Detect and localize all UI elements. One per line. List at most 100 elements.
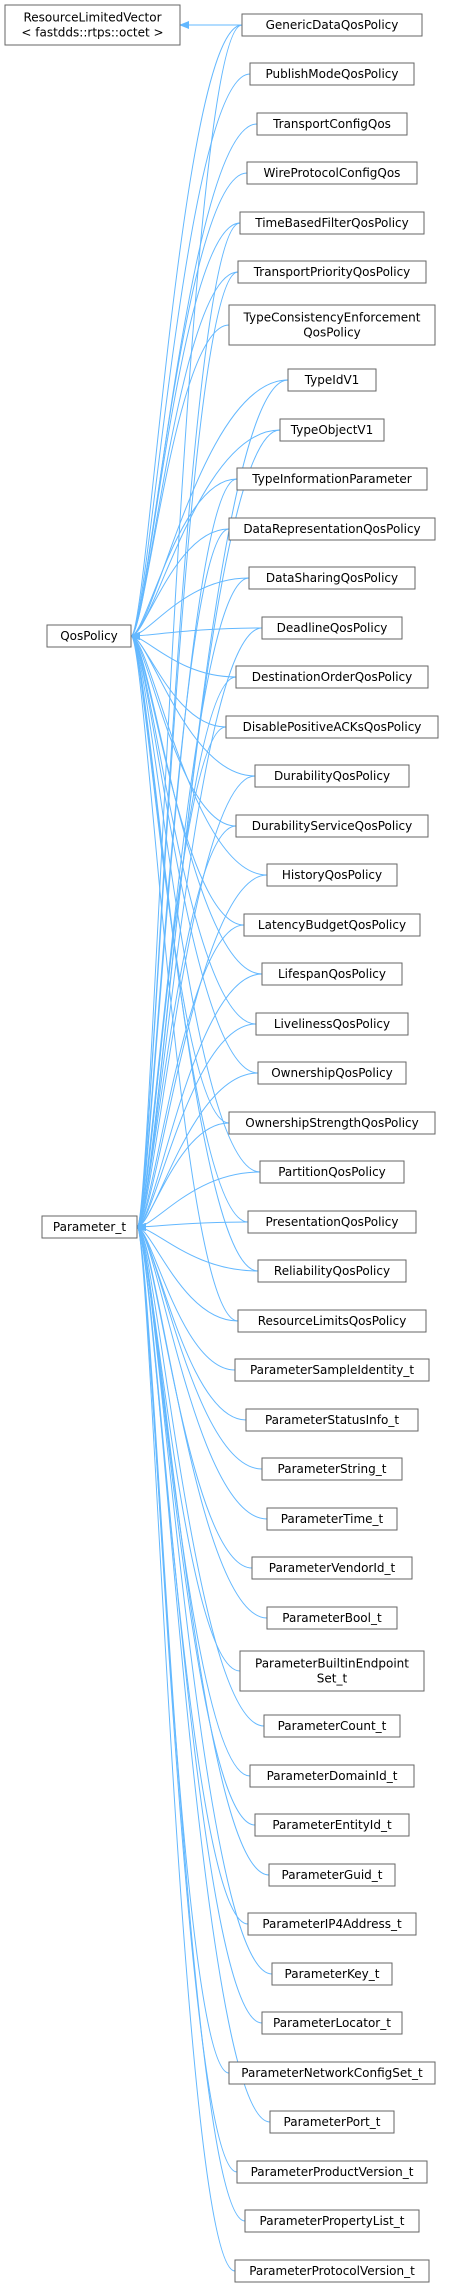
inheritance-arrow-c0-to-param (136, 24, 243, 1231)
class-node-box (228, 517, 436, 541)
class-node-c9[interactable]: TypeInformationParameter (236, 467, 428, 491)
class-node-c4[interactable]: TimeBasedFilterQosPolicy (239, 211, 425, 235)
class-node-c15[interactable]: DurabilityQosPolicy (254, 764, 410, 788)
class-node-c39[interactable]: ParameterKey_t (271, 1962, 393, 1986)
class-node-c7[interactable]: TypeIdV1 (287, 368, 377, 392)
class-node-c5[interactable]: TransportPriorityQosPolicy (237, 260, 427, 284)
class-node-label: PublishModeQosPolicy (265, 67, 398, 81)
class-node-label: ParameterTime_t (281, 1512, 384, 1526)
class-node-label: ParameterProtocolVersion_t (249, 2264, 415, 2278)
class-node-box (239, 211, 425, 235)
class-node-label: QosPolicy (60, 629, 118, 643)
class-node-c11[interactable]: DataSharingQosPolicy (248, 566, 416, 590)
inheritance-arrow-c32-to-param (136, 1223, 268, 1619)
class-node-c16[interactable]: DurabilityServiceQosPolicy (235, 814, 429, 838)
class-node-label: PartitionQosPolicy (278, 1165, 386, 1179)
class-node-box (234, 1358, 430, 1382)
class-node-box (257, 1259, 407, 1283)
class-node-c34[interactable]: ParameterCount_t (263, 1714, 401, 1738)
class-node-box (261, 962, 403, 986)
class-node-box (245, 1408, 419, 1432)
class-node-box (287, 368, 377, 392)
class-node-c29[interactable]: ParameterString_t (261, 1457, 403, 1481)
class-node-c27[interactable]: ParameterSampleIdentity_t (234, 1358, 430, 1382)
class-node-c23[interactable]: PartitionQosPolicy (259, 1160, 405, 1184)
class-node-c1[interactable]: PublishModeQosPolicy (249, 62, 415, 86)
class-node-c35[interactable]: ParameterDomainId_t (249, 1764, 415, 1788)
class-node-c40[interactable]: ParameterLocator_t (261, 2011, 403, 2035)
class-node-c25[interactable]: ReliabilityQosPolicy (257, 1259, 407, 1283)
class-node-box (234, 2259, 430, 2283)
class-node-c0[interactable]: GenericDataQosPolicy (241, 13, 423, 37)
class-node-label: ParameterSampleIdentity_t (250, 1363, 414, 1377)
class-node-c14[interactable]: DisablePositiveACKsQosPolicy (225, 715, 439, 739)
inheritance-arrow-c38-to-param (136, 1223, 249, 1925)
class-node-c36[interactable]: ParameterEntityId_t (254, 1813, 410, 1837)
class-node-label: PresentationQosPolicy (266, 1215, 399, 1229)
inheritance-arrow-c16-to-param (136, 825, 237, 1231)
class-node-c3[interactable]: WireProtocolConfigQos (246, 161, 418, 185)
class-node-label: ParameterPropertyList_t (260, 2214, 405, 2228)
class-node-c13[interactable]: DestinationOrderQosPolicy (235, 665, 429, 689)
class-node-label: LatencyBudgetQosPolicy (258, 918, 406, 932)
class-node-c28[interactable]: ParameterStatusInfo_t (245, 1408, 419, 1432)
class-node-qos[interactable]: QosPolicy (46, 624, 132, 648)
class-node-c18[interactable]: LatencyBudgetQosPolicy (243, 913, 421, 937)
class-node-box (255, 1012, 409, 1036)
class-node-c24[interactable]: PresentationQosPolicy (247, 1210, 417, 1234)
class-node-c17[interactable]: HistoryQosPolicy (266, 863, 398, 887)
class-node-c8[interactable]: TypeObjectV1 (279, 418, 385, 442)
class-node-c2[interactable]: TransportConfigQos (256, 112, 408, 136)
class-node-c44[interactable]: ParameterPropertyList_t (244, 2209, 420, 2233)
class-node-box (268, 1863, 396, 1887)
class-node-box (247, 1912, 417, 1936)
class-node-box (228, 2061, 436, 2085)
class-node-c31[interactable]: ParameterVendorId_t (251, 1556, 413, 1580)
class-node-label: DurabilityQosPolicy (274, 769, 390, 783)
inheritance-arrow-c7-to-qos (130, 379, 289, 640)
class-node-box (46, 624, 132, 648)
class-node-box (266, 1606, 398, 1630)
class-node-c42[interactable]: ParameterPort_t (269, 2110, 395, 2134)
class-node-box (259, 1160, 405, 1184)
class-node-box (256, 112, 408, 136)
class-node-box (41, 1215, 138, 1239)
inheritance-arrow-c18-to-param (136, 924, 245, 1231)
class-node-c45[interactable]: ParameterProtocolVersion_t (234, 2259, 430, 2283)
class-node-box (261, 616, 403, 640)
class-node-box (237, 1309, 427, 1333)
class-node-box (271, 1962, 393, 1986)
class-node-c41[interactable]: ParameterNetworkConfigSet_t (228, 2061, 436, 2085)
class-node-label: ParameterDomainId_t (267, 1769, 398, 1783)
inheritance-arrow-c34-to-param (136, 1223, 265, 1727)
class-node-box (254, 764, 410, 788)
class-node-label: ParameterBuiltinEndpoint (255, 1657, 409, 1671)
class-node-c30[interactable]: ParameterTime_t (266, 1507, 398, 1531)
inheritance-arrow-c17-to-qos (130, 632, 268, 876)
class-node-label: ParameterIP4Address_t (262, 1917, 402, 1931)
class-node-box (228, 304, 436, 346)
class-node-param[interactable]: Parameter_t (41, 1215, 138, 1239)
class-node-label: GenericDataQosPolicy (266, 18, 399, 32)
class-node-label: TransportPriorityQosPolicy (253, 265, 411, 279)
class-node-c12[interactable]: DeadlineQosPolicy (261, 616, 403, 640)
class-node-box (235, 665, 429, 689)
class-node-rlv[interactable]: ResourceLimitedVector< fastdds::rtps::oc… (4, 4, 181, 46)
class-node-c37[interactable]: ParameterGuid_t (268, 1863, 396, 1887)
class-node-c22[interactable]: OwnershipStrengthQosPolicy (228, 1111, 436, 1135)
class-node-c19[interactable]: LifespanQosPolicy (261, 962, 403, 986)
class-node-box (247, 1210, 417, 1234)
class-node-c32[interactable]: ParameterBool_t (266, 1606, 398, 1630)
class-node-c21[interactable]: OwnershipQosPolicy (257, 1061, 407, 1085)
class-node-label: ParameterKey_t (285, 1967, 380, 1981)
class-node-c38[interactable]: ParameterIP4Address_t (247, 1912, 417, 1936)
class-node-c10[interactable]: DataRepresentationQosPolicy (228, 517, 436, 541)
inheritance-arrow-c0-to-qos (130, 24, 243, 640)
class-node-c43[interactable]: ParameterProductVersion_t (236, 2160, 428, 2184)
class-node-c20[interactable]: LivelinessQosPolicy (255, 1012, 409, 1036)
inheritance-arrow-c21-to-qos (130, 632, 259, 1074)
class-node-c26[interactable]: ResourceLimitsQosPolicy (237, 1309, 427, 1333)
class-node-label: DurabilityServiceQosPolicy (252, 819, 412, 833)
